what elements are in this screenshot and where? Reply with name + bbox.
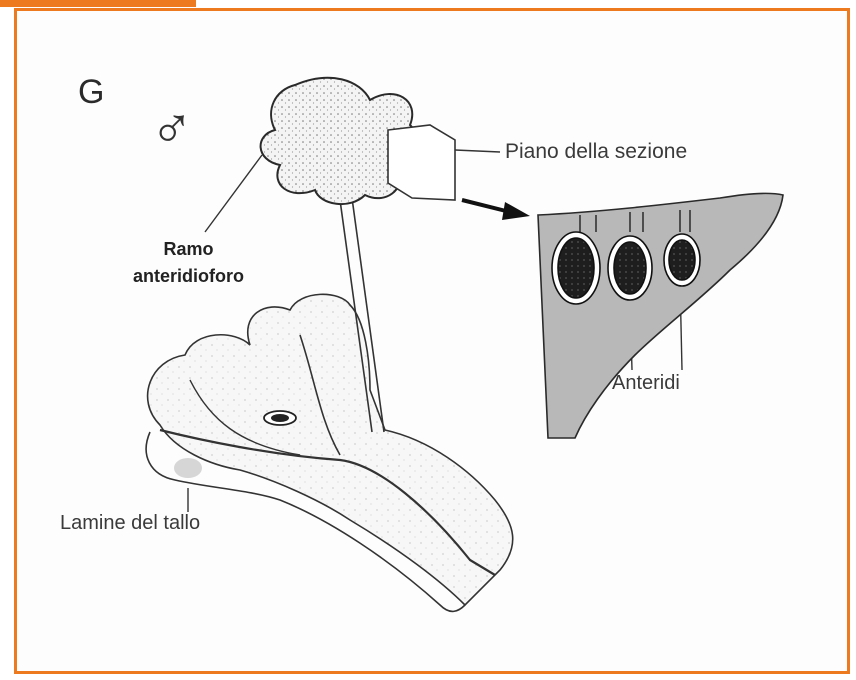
antheridiophore-label: Ramo anteridioforo (133, 236, 244, 290)
section-arrow (462, 200, 530, 220)
antheridiophore-label-line1: Ramo (133, 236, 244, 263)
thallus-lobes (146, 294, 513, 611)
male-symbol: ♂ (150, 100, 194, 158)
section-plane-label: Piano della sezione (505, 140, 687, 164)
thallus-lobes-label: Lamine del tallo (60, 512, 200, 535)
antheridia-label: Anteridi (612, 372, 680, 395)
section-plane (388, 125, 455, 200)
antheridiophore-label-line2: anteridioforo (133, 263, 244, 290)
cross-section (538, 193, 783, 438)
panel-letter: G (78, 73, 104, 112)
